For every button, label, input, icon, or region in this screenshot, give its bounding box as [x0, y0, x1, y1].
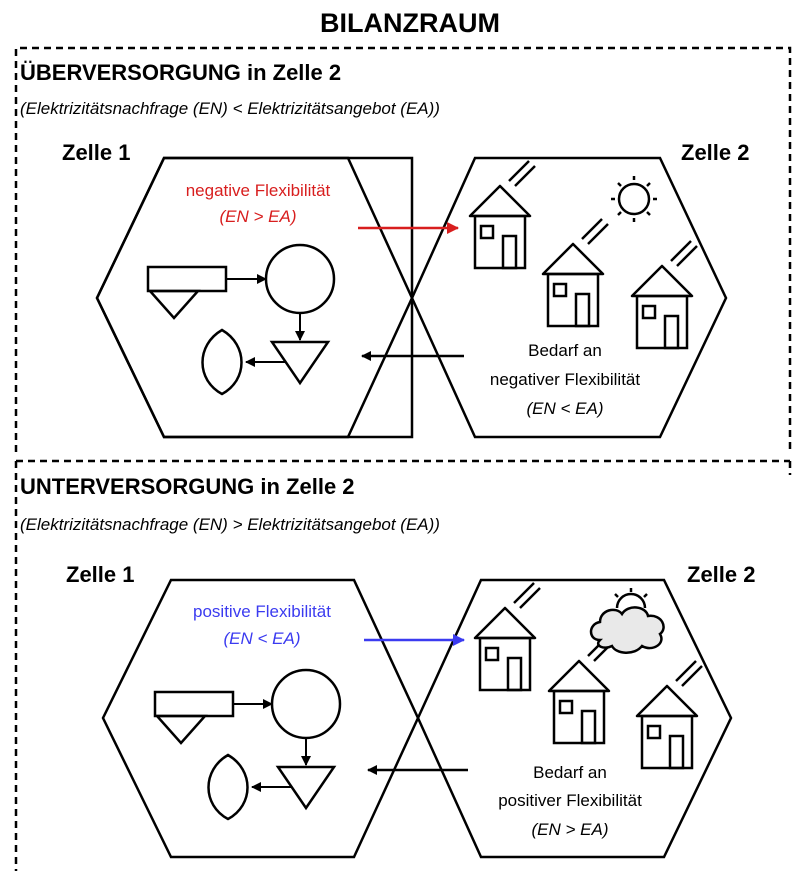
section-undersupply: UNTERVERSORGUNG in Zelle 2 (Elektrizität… [14, 459, 792, 871]
cell2-label: Zelle 2 [681, 140, 749, 165]
cell1-outline [95, 156, 414, 439]
lens-symbol [207, 753, 249, 821]
sun-icon [611, 176, 657, 222]
triangle-small-symbol [154, 714, 208, 745]
page-title: BILANZRAUM [320, 8, 500, 38]
demand-line1: Bedarf an [533, 763, 607, 782]
section-heading: UNTERVERSORGUNG in Zelle 2 [20, 474, 355, 499]
cell1-outline [101, 578, 420, 859]
cell1-label: Zelle 1 [62, 140, 130, 165]
triangle-small-symbol [147, 289, 201, 320]
house-icon [541, 217, 610, 328]
flex-label-line1: negative Flexibilität [186, 181, 331, 200]
demand-line1: Bedarf an [528, 341, 602, 360]
flex-label-line2: (EN < EA) [224, 629, 301, 648]
section-condition: (Elektrizitätsnachfrage (EN) < Elektrizi… [20, 99, 440, 118]
storage-rect-symbol [153, 690, 235, 718]
demand-line3: (EN < EA) [527, 399, 604, 418]
demand-line2: positiver Flexibilität [498, 791, 642, 810]
cell2-label: Zelle 2 [687, 562, 755, 587]
demand-line3: (EN > EA) [532, 820, 609, 839]
cell1-label: Zelle 1 [66, 562, 134, 587]
house-icon [547, 634, 616, 745]
circle-symbol [264, 243, 336, 315]
house-icon [635, 659, 704, 770]
lens-symbol [201, 328, 243, 396]
section-heading: ÜBERVERSORGUNG in Zelle 2 [20, 60, 341, 85]
section-frame-top [14, 46, 792, 452]
flex-label-line1: positive Flexibilität [193, 602, 331, 621]
flex-label-line2: (EN > EA) [220, 207, 297, 226]
circle-symbol [270, 668, 342, 740]
storage-rect-symbol [146, 265, 228, 293]
section-oversupply: ÜBERVERSORGUNG in Zelle 2 (Elektrizitäts… [14, 46, 792, 452]
house-icon [468, 159, 537, 270]
house-icon [473, 581, 542, 692]
cell2-outline-line [410, 156, 728, 439]
section-condition: (Elektrizitätsnachfrage (EN) > Elektrizi… [20, 515, 440, 534]
house-icon [630, 239, 699, 350]
cell2-outline-line [416, 578, 733, 859]
cloud-sun-icon [589, 588, 665, 654]
demand-line2: negativer Flexibilität [490, 370, 641, 389]
